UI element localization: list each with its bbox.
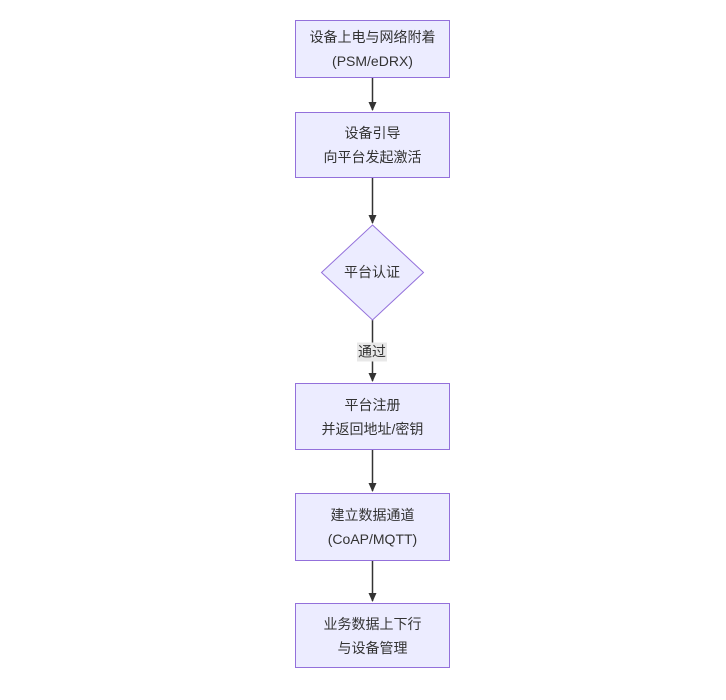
node-business-data: 业务数据上下行 与设备管理: [295, 603, 450, 668]
node-text-line: 业务数据上下行: [323, 615, 422, 632]
node-text-line: 平台注册: [344, 396, 401, 413]
node-platform-register: 平台注册 并返回地址/密钥: [295, 383, 450, 450]
node-text-line: 向平台发起激活: [323, 149, 422, 165]
node-text-line: 并返回地址/密钥: [321, 420, 424, 437]
edge-label-pass: 通过: [357, 342, 387, 362]
node-device-bootstrap: 设备引导 向平台发起激活: [295, 112, 450, 178]
node-text-line: (PSM/eDRX): [332, 53, 413, 69]
node-text-line: 设备引导: [344, 125, 401, 141]
node-text-line: 设备上电与网络附着: [309, 29, 436, 45]
decision-diamond-shape: [320, 224, 425, 321]
node-platform-auth-decision: 平台认证: [344, 264, 400, 280]
node-data-channel: 建立数据通道 (CoAP/MQTT): [295, 493, 450, 561]
node-text-line: (CoAP/MQTT): [327, 531, 418, 547]
node-text-line: 与设备管理: [337, 639, 408, 656]
node-power-network-attach: 设备上电与网络附着 (PSM/eDRX): [295, 20, 450, 78]
node-text-line: 建立数据通道: [330, 507, 415, 523]
